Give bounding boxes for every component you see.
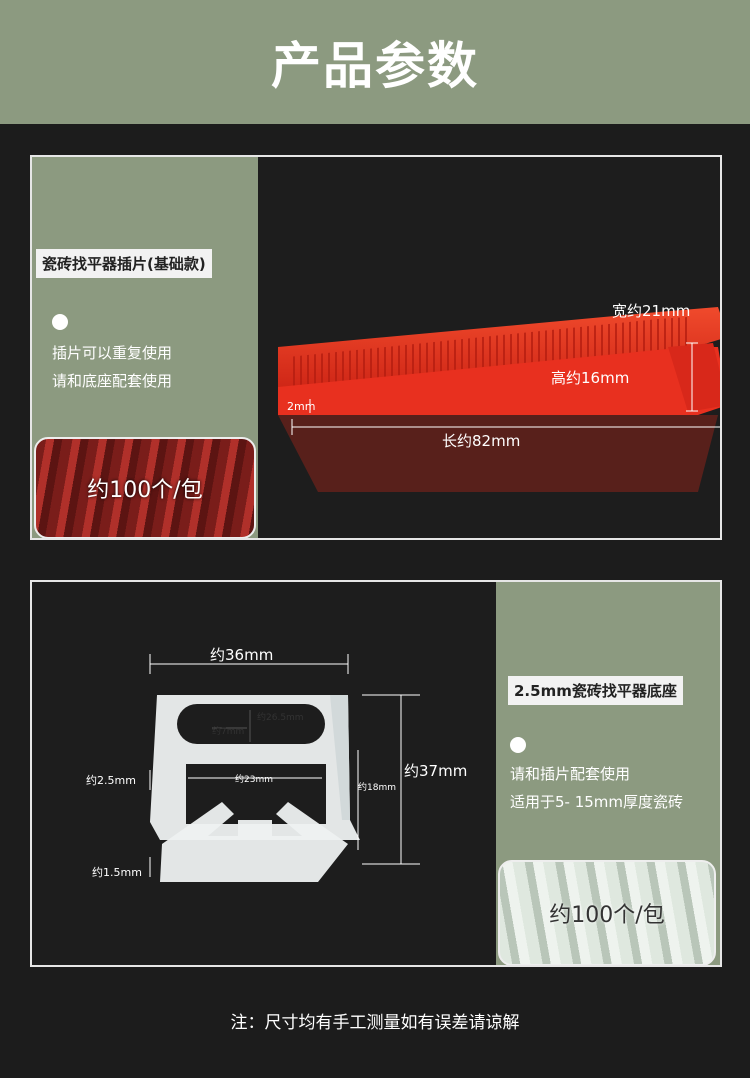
wedge-height-label: 高约16mm: [551, 369, 630, 387]
base-foot-label: 约1.5mm: [92, 866, 142, 879]
wedge-desc-2: 请和底座配套使用: [52, 372, 173, 390]
wedge-illustration: [278, 307, 720, 492]
wedge-bullet: [52, 314, 68, 330]
base-slot-h-label: 约7mm: [212, 727, 245, 737]
header-banner: 产品参数: [0, 0, 750, 124]
wedge-thick-label: 2mm: [287, 400, 316, 413]
wedge-length-label: 长约82mm: [442, 432, 521, 450]
base-desc-1: 请和插片配套使用: [510, 765, 631, 783]
base-count: 约100个/包: [549, 903, 665, 928]
wedge-info-column: 瓷砖找平器插片(基础款) 插片可以重复使用 请和底座配套使用 约100个/包: [32, 157, 258, 538]
base-illustration: [149, 654, 420, 882]
wedge-count: 约100个/包: [87, 478, 203, 503]
page-title: 产品参数: [271, 37, 479, 95]
base-bullet: [510, 737, 526, 753]
base-inner-h-label: 约18mm: [358, 783, 396, 793]
base-height-label: 约37mm: [404, 762, 468, 780]
base-desc-2: 适用于5- 15mm厚度瓷砖: [510, 793, 684, 811]
base-slot-len-label: 约26.5mm: [257, 713, 304, 723]
base-panel: 约36mm 约26.5mm 约7mm 约23mm 约18mm 约37mm 约2.…: [30, 580, 722, 967]
base-title: 2.5mm瓷砖找平器底座: [508, 676, 683, 705]
base-inner-w-label: 约23mm: [235, 775, 273, 785]
wedge-width-label: 宽约21mm: [612, 302, 691, 320]
wedge-pack-photo: 约100个/包: [34, 437, 256, 538]
footer-note: 注：尺寸均有手工测量如有误差请谅解: [230, 1013, 520, 1033]
wedge-panel: 瓷砖找平器插片(基础款) 插片可以重复使用 请和底座配套使用 约100个/包: [30, 155, 722, 540]
wedge-desc-1: 插片可以重复使用: [52, 344, 173, 362]
base-info-column: 2.5mm瓷砖找平器底座 请和插片配套使用 适用于5- 15mm厚度瓷砖 约10…: [496, 582, 720, 965]
base-width-label: 约36mm: [210, 646, 274, 664]
base-pack-photo: 约100个/包: [498, 860, 716, 965]
wedge-title: 瓷砖找平器插片(基础款): [36, 249, 212, 278]
base-gap-label: 约2.5mm: [86, 774, 136, 787]
